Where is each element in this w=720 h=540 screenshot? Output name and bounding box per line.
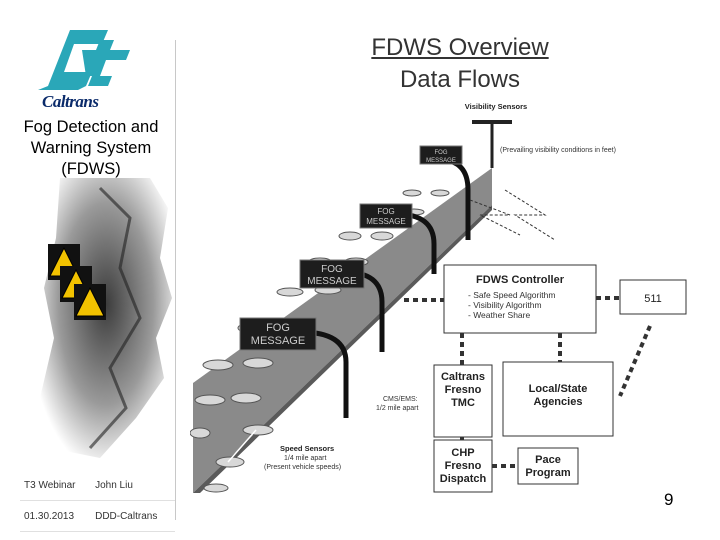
fog-message-sign: FOG MESSAGE [299, 259, 365, 289]
sign-line-2: MESSAGE [251, 335, 305, 347]
tmc-box: Caltrans Fresno TMC [433, 364, 493, 438]
box-511-label: 511 [644, 293, 662, 305]
visibility-sensor-icon [472, 120, 512, 168]
speed-note: 1/4 mile apart [284, 455, 326, 462]
footer-date: 01.30.2013 [20, 500, 92, 532]
road [193, 168, 492, 493]
fog-message-sign: FOG MESSAGE [239, 317, 317, 351]
fog-message-sign: FOG MESSAGE [419, 145, 463, 165]
speed-sensors-label: Speed Sensors [280, 444, 334, 453]
pace-line: Pace [535, 454, 561, 466]
controller-title: FDWS Controller [476, 274, 565, 286]
tmc-line: Caltrans [441, 371, 485, 383]
page-title: FDWS Overview Data Flows [330, 32, 590, 96]
caltrans-logo-icon [38, 30, 130, 90]
speed-note: (Present vehicle speeds) [264, 464, 341, 471]
footer-author: John Liu [91, 470, 175, 501]
tmc-line: Fresno [445, 384, 482, 396]
divider [175, 40, 176, 520]
sign-line-1: FOG [321, 264, 343, 275]
controller-item: - Safe Speed Algorithm [468, 290, 555, 300]
dispatch-box: CHP Fresno Dispatch [433, 439, 493, 493]
footer-org: DDD-Caltrans [91, 500, 175, 532]
visibility-sensors-label: Visibility Sensors [465, 102, 527, 111]
controller-item: - Weather Share [468, 310, 530, 320]
dispatch-line: Dispatch [440, 473, 487, 485]
fog-message-sign: FOG MESSAGE [359, 203, 413, 229]
pace-box: Pace Program [517, 447, 579, 485]
sidebar-title-line: (FDWS) [61, 160, 121, 178]
table-row: 01.30.2013 DDD-Caltrans [20, 500, 175, 532]
sign-line-2: MESSAGE [426, 158, 456, 164]
controller-item: - Visibility Algorithm [468, 300, 542, 310]
sidebar-title-line: Warning System [30, 139, 152, 157]
title-line-2: Data Flows [399, 66, 521, 93]
fog-map-image [40, 178, 172, 458]
caltrans-wordmark: Caltrans [42, 92, 99, 111]
dispatch-line: CHP [451, 447, 474, 459]
agencies-line: Local/State [529, 383, 588, 395]
page-number: 9 [664, 490, 674, 509]
pace-line: Program [525, 467, 570, 479]
sidebar-title-line: Fog Detection and [23, 118, 159, 136]
footer-table: T3 Webinar John Liu 01.30.2013 DDD-Caltr… [20, 470, 175, 532]
tmc-line: TMC [451, 397, 475, 409]
cms-note: CMS/EMS: [383, 396, 418, 403]
table-row: T3 Webinar John Liu [20, 470, 175, 501]
dispatch-line: Fresno [445, 460, 482, 472]
sign-line-1: FOG [266, 322, 290, 334]
sign-line-2: MESSAGE [366, 217, 406, 226]
sign-line-1: FOG [377, 207, 394, 216]
sign-line-2: MESSAGE [307, 276, 357, 287]
cms-note: 1/2 mile apart [376, 405, 418, 412]
sign-line-1: FOG [435, 150, 448, 156]
fdws-controller-box: FDWS Controller - Safe Speed Algorithm -… [443, 264, 597, 334]
box-511: 511 [619, 279, 687, 315]
title-line-1: FDWS Overview [371, 34, 549, 61]
fdws-diagram: FOG MESSAGE FOG MESSAGE FOG MESSAGE FOG … [190, 102, 687, 493]
footer-event: T3 Webinar [20, 470, 92, 501]
sidebar: Caltrans Fog Detection and Warning Syste… [0, 0, 175, 540]
agencies-line: Agencies [534, 396, 583, 408]
visibility-note: (Prevailing visibility conditions in fee… [500, 147, 616, 154]
sidebar-title: Fog Detection and Warning System (FDWS) [0, 117, 182, 180]
warning-icon [74, 284, 106, 320]
agencies-box: Local/State Agencies [502, 361, 614, 437]
